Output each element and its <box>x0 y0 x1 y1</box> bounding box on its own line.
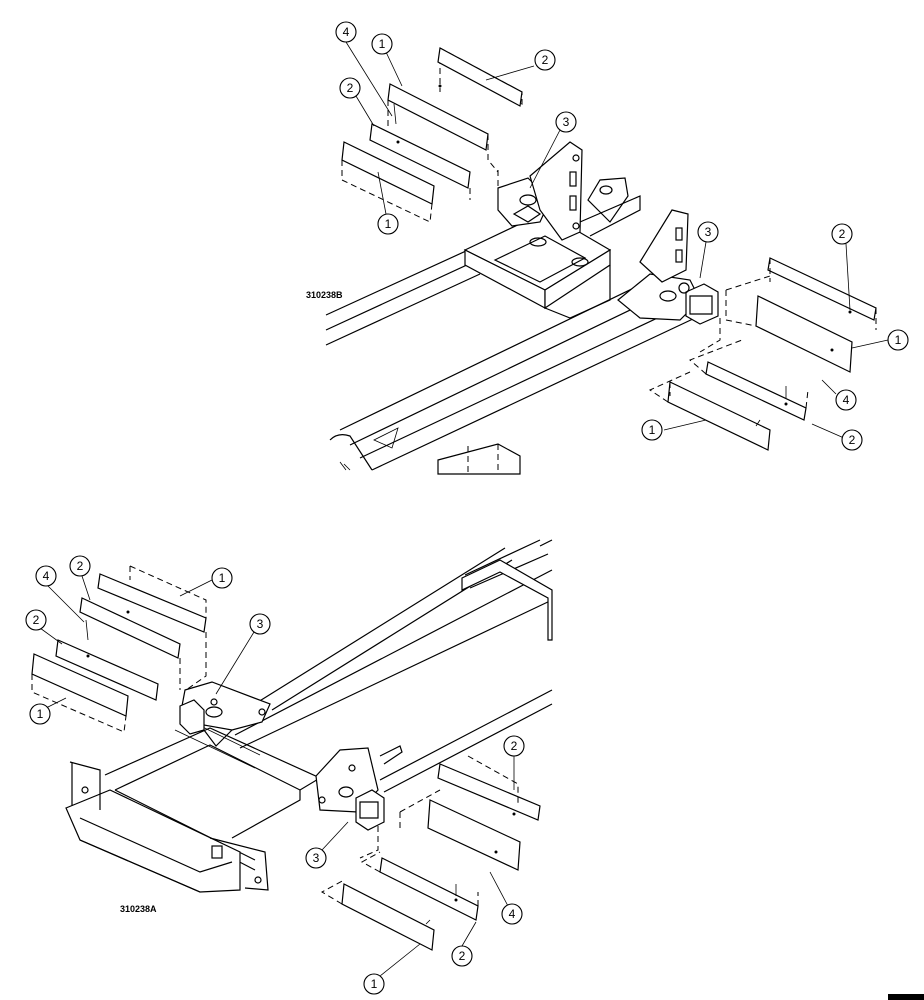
lower-frame <box>65 715 322 893</box>
svg-text:2: 2 <box>849 433 856 447</box>
svg-text:2: 2 <box>839 227 846 241</box>
callout-1: 1 <box>371 33 393 55</box>
svg-text:1: 1 <box>219 571 226 585</box>
callout-2: 2 <box>451 945 473 967</box>
svg-text:4: 4 <box>509 907 516 921</box>
figure-id-label: 310238B <box>306 290 343 300</box>
callout-1: 1 <box>887 329 909 351</box>
svg-text:2: 2 <box>347 81 354 95</box>
bracket-middle <box>579 177 641 237</box>
svg-text:1: 1 <box>379 37 386 51</box>
hitch-plate-left <box>179 681 271 747</box>
svg-text:4: 4 <box>43 569 50 583</box>
svg-text:2: 2 <box>542 53 549 67</box>
callout-1: 1 <box>377 213 399 235</box>
svg-text:1: 1 <box>371 977 378 991</box>
svg-text:4: 4 <box>843 393 850 407</box>
callouts-top: 4 1 2 2 3 1 3 2 1 4 1 2 <box>335 21 909 451</box>
svg-text:2: 2 <box>77 559 84 573</box>
callout-4: 4 <box>835 389 857 411</box>
leader-lines-bottom <box>39 575 515 977</box>
callout-1: 1 <box>211 567 233 589</box>
callout-2: 2 <box>69 555 91 577</box>
leader-lines-top <box>345 41 889 439</box>
callout-2: 2 <box>841 429 863 451</box>
decals-upper-left <box>31 565 207 733</box>
hitch-plate-left <box>497 141 583 241</box>
callout-2: 2 <box>503 735 525 757</box>
callout-1: 1 <box>641 419 663 441</box>
svg-text:1: 1 <box>385 217 392 231</box>
callout-2: 2 <box>25 609 47 631</box>
svg-text:3: 3 <box>313 851 320 865</box>
callout-3: 3 <box>249 613 271 635</box>
svg-text:4: 4 <box>343 25 350 39</box>
svg-text:3: 3 <box>563 115 570 129</box>
callout-1: 1 <box>363 973 385 995</box>
callout-3: 3 <box>697 221 719 243</box>
frame-rails <box>325 207 713 471</box>
hitch-plate-right <box>315 745 403 831</box>
figure-310238a: 2 1 4 2 3 1 3 2 4 2 1 310238A <box>25 539 553 995</box>
svg-text:2: 2 <box>33 613 40 627</box>
callout-4: 4 <box>335 21 357 43</box>
svg-text:1: 1 <box>895 333 902 347</box>
svg-text:3: 3 <box>257 617 264 631</box>
svg-text:1: 1 <box>649 423 656 437</box>
hitch-plate-right <box>617 209 719 325</box>
callout-4: 4 <box>35 565 57 587</box>
decals-right <box>320 755 541 951</box>
svg-text:1: 1 <box>37 707 44 721</box>
callout-3: 3 <box>305 847 327 869</box>
callout-2: 2 <box>339 77 361 99</box>
corner-bar <box>888 994 924 1000</box>
callout-2: 2 <box>534 49 556 71</box>
svg-text:2: 2 <box>511 739 518 753</box>
decal-partial-bottom <box>437 443 521 475</box>
frame-rails <box>234 539 553 793</box>
callout-3: 3 <box>555 111 577 133</box>
decals-upper-left <box>341 47 523 223</box>
callout-4: 4 <box>501 903 523 925</box>
callout-1: 1 <box>29 703 51 725</box>
cross-member <box>463 211 612 319</box>
decals-right <box>648 257 877 451</box>
svg-text:2: 2 <box>459 949 466 963</box>
callout-2: 2 <box>831 223 853 245</box>
figure-id-label: 310238A <box>120 904 157 914</box>
figure-310238b: 4 1 2 2 3 1 3 2 1 4 1 2 310238B <box>306 21 909 475</box>
callouts-bottom: 2 1 4 2 3 1 3 2 4 2 1 <box>25 555 525 995</box>
svg-text:3: 3 <box>705 225 712 239</box>
